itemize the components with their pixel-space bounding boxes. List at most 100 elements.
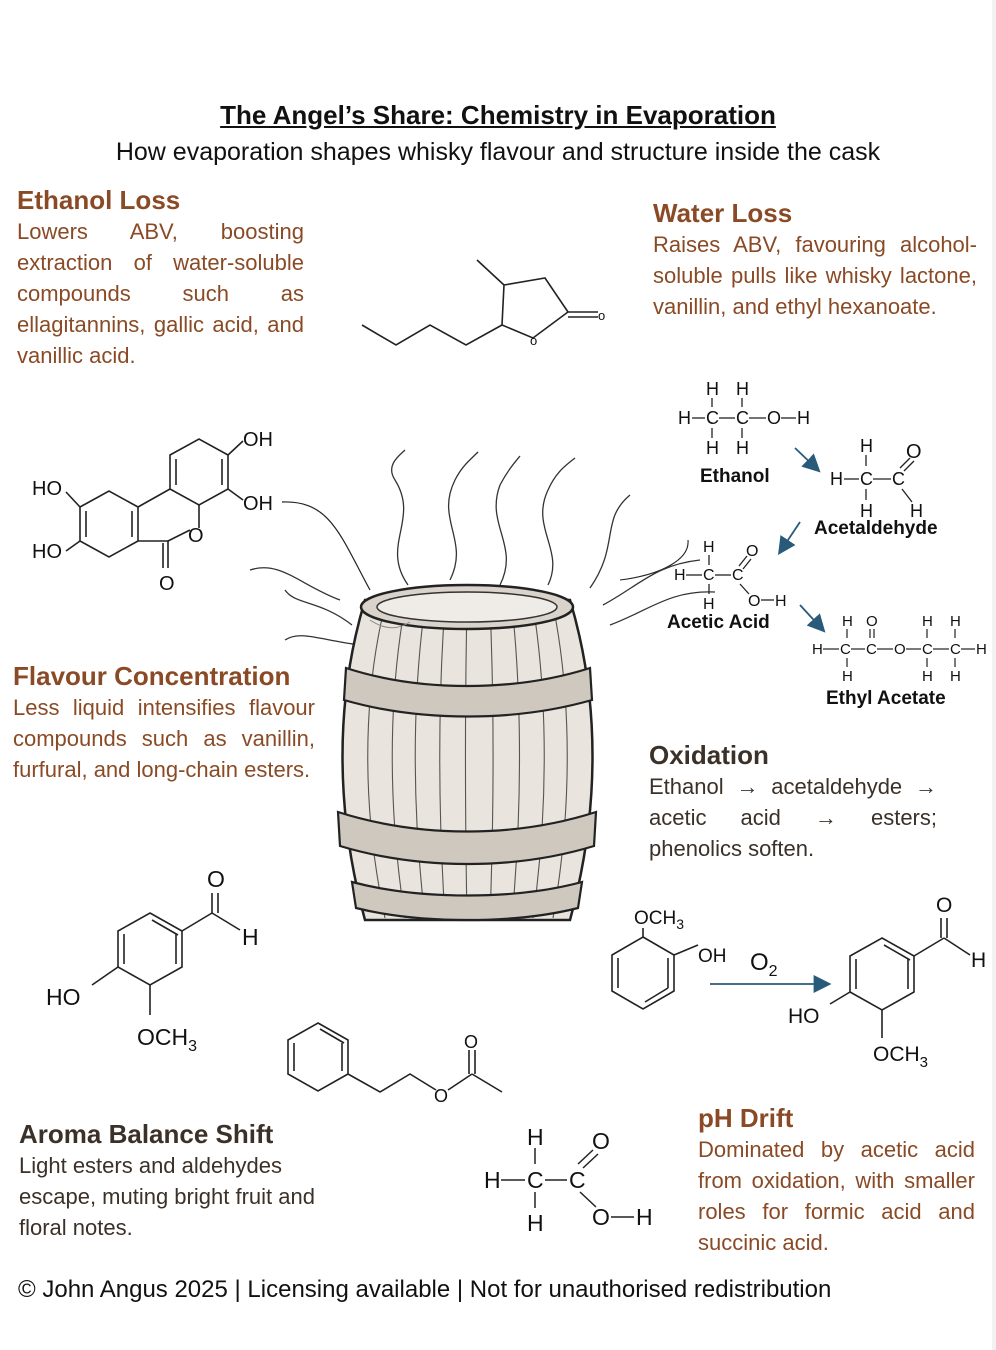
och3-text: OCH (634, 908, 676, 929)
page-subtitle: How evaporation shapes whisky flavour an… (115, 138, 881, 166)
vanillin-right-o: O (936, 894, 952, 917)
water-loss-text: Raises ABV, favouring alcohol-soluble pu… (653, 232, 977, 319)
ellagic-acid-structure: OH OH HO HO O O (32, 429, 371, 595)
atom-c: C (703, 567, 715, 584)
atom-h: H (797, 408, 810, 428)
arrow-ethanol-to-acetaldehyde (794, 447, 821, 473)
atom-h: H (703, 539, 715, 556)
ethanol-loss-heading: Ethanol Loss (17, 185, 181, 215)
guaiacol-structure: OCH3 OH O2 (611, 908, 778, 1010)
water-loss-heading: Water Loss (653, 198, 793, 228)
arrow-acetic-to-ester (799, 604, 826, 633)
ellagic-carbonyl-o: O (159, 573, 175, 595)
aroma-balance-section: Aroma Balance Shift Light esters and ald… (19, 1118, 323, 1243)
phenethyl-acetate-structure: O O (287, 1022, 503, 1106)
acetaldehyde-structure: H H C C H H O (830, 436, 923, 521)
atom-o: O (906, 441, 922, 463)
copyright-footer: © John Angus 2025 | Licensing available … (18, 1276, 832, 1303)
atom-h: H (922, 613, 933, 630)
atom-h: H (636, 1204, 653, 1230)
atom-h: H (812, 641, 823, 658)
atom-c: C (840, 641, 851, 658)
subscript-3: 3 (920, 1054, 928, 1071)
ethyl-acetate-structure: H O H H H C C O C C H H H H (812, 613, 987, 685)
atom-c: C (706, 408, 719, 428)
och3-text: OCH (137, 1024, 188, 1050)
oxygen-label: O2 (750, 949, 778, 980)
oxidation-section: Oxidation Ethanol → acetaldehyde → aceti… (649, 739, 937, 864)
atom-o: O (592, 1128, 610, 1154)
atom-h: H (706, 438, 719, 458)
ethanol-structure: H H H C C O H H H (678, 379, 810, 458)
ellagic-oh-top: OH (243, 429, 273, 451)
atom-o: O (592, 1204, 610, 1230)
atom-o: O (866, 613, 878, 630)
flavour-concentration-section: Flavour Concentration Less liquid intens… (13, 660, 315, 785)
acetic-acid-small-structure: H H C C H O O H (619, 539, 787, 613)
atom-h: H (922, 668, 933, 685)
atom-h: H (976, 641, 987, 658)
whisky-lactone-structure: o o (361, 259, 605, 348)
ph-drift-text: Dominated by acetic acid from oxidation,… (698, 1137, 975, 1255)
atom-c: C (866, 641, 877, 658)
arrow-acetaldehyde-to-acetic (778, 521, 801, 555)
guaiacol-oh: OH (698, 946, 727, 967)
vanillin-structure-left: O H HO OCH3 (46, 866, 259, 1055)
atom-h: H (860, 436, 873, 456)
ellagic-ho-top: HO (32, 478, 62, 500)
vanillin-right-ho: HO (788, 1005, 820, 1028)
water-loss-section: Water Loss Raises ABV, favouring alcohol… (653, 197, 977, 322)
vanillin-left-ho: HO (46, 984, 81, 1010)
atom-o: O (746, 543, 758, 560)
atom-o: O (767, 408, 781, 428)
atom-c: C (950, 641, 961, 658)
ethanol-label: Ethanol (700, 466, 770, 487)
ester-carbonyl-o: O (464, 1032, 478, 1052)
atom-c: C (527, 1167, 544, 1193)
acetic-acid-label: Acetic Acid (667, 612, 770, 633)
o2-text: O (750, 949, 769, 976)
atom-c: C (922, 641, 933, 658)
acetic-acid-large-structure: H H C C H O O H (484, 1124, 653, 1236)
atom-h: H (842, 613, 853, 630)
reaction-arrows (710, 447, 832, 993)
ethyl-acetate-label: Ethyl Acetate (826, 688, 946, 709)
atom-h: H (950, 668, 961, 685)
subscript-3: 3 (188, 1038, 197, 1055)
atom-h: H (775, 593, 787, 610)
atom-h: H (736, 379, 749, 399)
atom-h: H (678, 408, 691, 428)
atom-h: H (674, 567, 686, 584)
vanillin-right-h: H (971, 949, 986, 972)
atom-o: O (748, 593, 760, 610)
atom-h: H (527, 1210, 544, 1236)
ethanol-loss-section: Ethanol Loss Lowers ABV, boosting extrac… (17, 184, 304, 371)
atom-h: H (484, 1167, 501, 1193)
oxidation-heading: Oxidation (649, 740, 769, 770)
ester-o: O (434, 1086, 448, 1106)
ph-drift-heading: pH Drift (698, 1103, 794, 1133)
atom-h: H (950, 613, 961, 630)
vanillin-right-och3: OCH3 (873, 1043, 928, 1071)
atom-h: H (830, 469, 843, 489)
vapour-swirls (249, 449, 716, 646)
lactone-ring-o: o (530, 333, 537, 348)
atom-h: H (910, 501, 923, 521)
atom-c: C (736, 408, 749, 428)
ellagic-ring-o: O (188, 525, 204, 547)
ellagic-ho-bottom: HO (32, 541, 62, 563)
atom-h: H (842, 668, 853, 685)
ph-drift-section: pH Drift Dominated by acetic acid from o… (698, 1102, 975, 1258)
ellagic-oh-right: OH (243, 493, 273, 515)
och3-text: OCH (873, 1043, 920, 1066)
atom-h: H (527, 1124, 544, 1150)
vanillin-left-och3: OCH3 (137, 1024, 197, 1055)
page-title: The Angel’s Share: Chemistry in Evaporat… (220, 100, 776, 130)
aroma-balance-text: Light esters and aldehydes escape, mutin… (19, 1153, 315, 1240)
atom-h: H (703, 596, 715, 613)
atom-h: H (706, 379, 719, 399)
oxidation-text: Ethanol → acetaldehyde → acetic acid → e… (649, 774, 937, 861)
atom-h: H (860, 501, 873, 521)
barrel-illustration (336, 583, 598, 922)
